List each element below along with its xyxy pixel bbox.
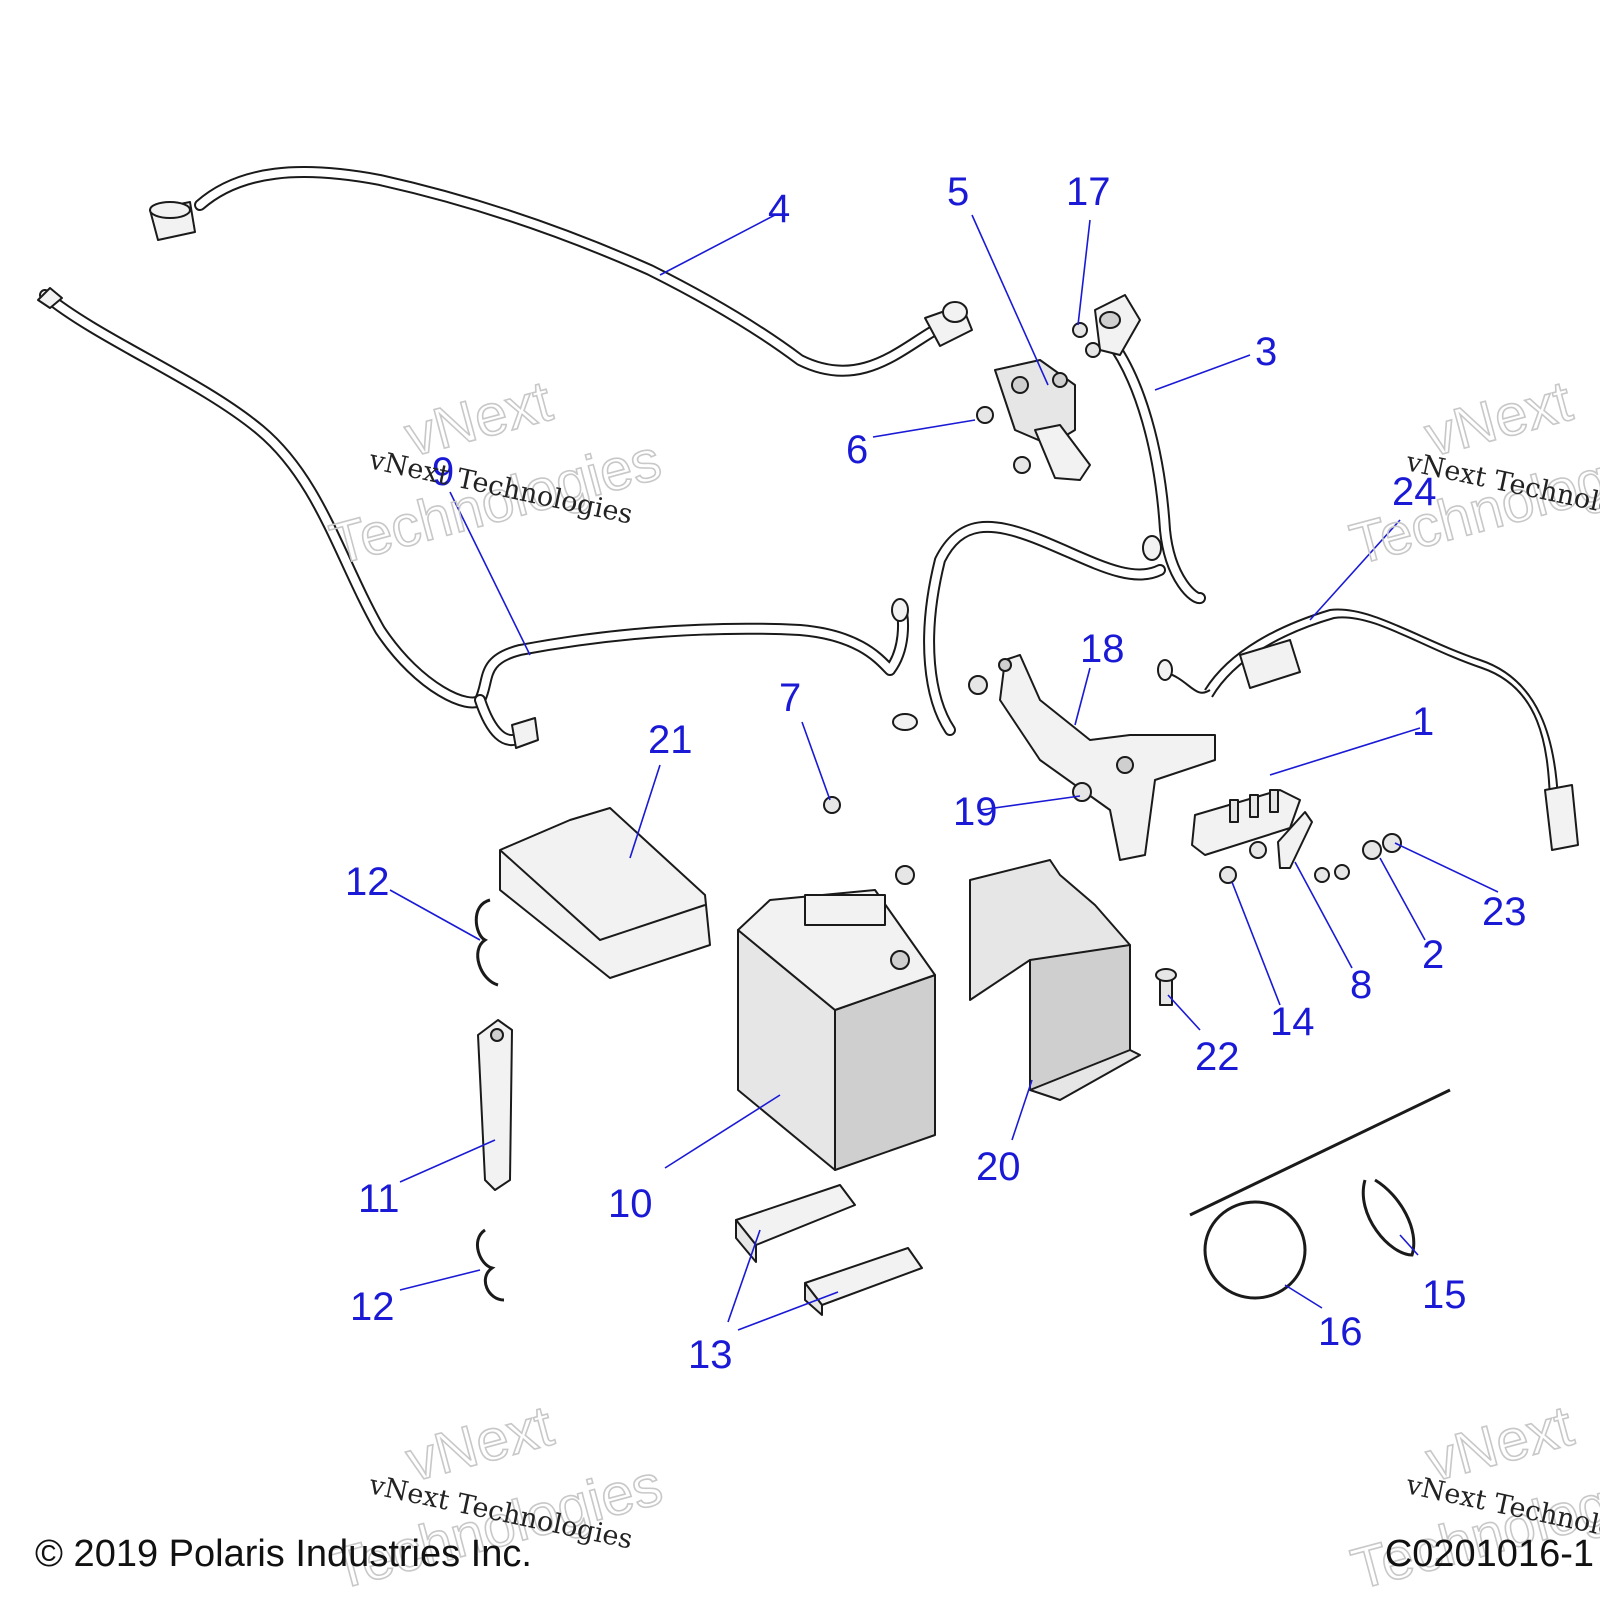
nut-17 bbox=[1072, 322, 1101, 358]
callout-6: 6 bbox=[846, 428, 868, 472]
callout-17: 17 bbox=[1066, 170, 1111, 214]
fuse-harness-24 bbox=[1157, 608, 1579, 851]
battery-cable-4 bbox=[149, 166, 973, 377]
watermark-top-left: vNext Technologies bbox=[323, 367, 668, 578]
strap-8 bbox=[1277, 811, 1330, 883]
battery-holder-20 bbox=[969, 859, 1141, 1101]
hold-down-strap-11 bbox=[477, 1019, 513, 1191]
nut-2 bbox=[1362, 840, 1382, 860]
nut-6 bbox=[976, 406, 1031, 474]
callout-12-upper: 12 bbox=[345, 860, 390, 904]
spacer-pad-13b bbox=[804, 1247, 923, 1316]
callout-7: 7 bbox=[779, 676, 801, 720]
positive-cable-3 bbox=[892, 294, 1206, 736]
callout-12-lower: 12 bbox=[350, 1285, 395, 1329]
bolt-23 bbox=[1334, 833, 1402, 880]
spacer-pad-13a bbox=[735, 1184, 856, 1263]
ground-cable-9 bbox=[37, 287, 909, 749]
drawing-number: C0201016-1 bbox=[1384, 1533, 1594, 1575]
solenoid-5 bbox=[994, 359, 1091, 481]
callout-5: 5 bbox=[947, 170, 969, 214]
battery-cover-21 bbox=[499, 807, 711, 979]
screw-14 bbox=[1219, 841, 1267, 884]
watermark-brand-line1: vNext bbox=[400, 1393, 560, 1494]
callout-18: 18 bbox=[1080, 627, 1125, 671]
cable-tie-15 bbox=[1361, 1178, 1416, 1257]
callout-13: 13 bbox=[688, 1333, 733, 1377]
cable-tie-16 bbox=[1189, 1088, 1451, 1300]
callout-9: 9 bbox=[432, 450, 454, 494]
callout-2: 2 bbox=[1422, 933, 1444, 977]
terminal-block-1 bbox=[1191, 789, 1301, 856]
callout-10: 10 bbox=[608, 1182, 653, 1226]
screw-7 bbox=[823, 796, 915, 885]
retaining-clip-12b bbox=[475, 1228, 505, 1302]
callout-1: 1 bbox=[1412, 700, 1434, 744]
callout-20: 20 bbox=[976, 1145, 1021, 1189]
callout-labels: 1 2 3 4 5 6 7 8 9 10 11 12 12 13 14 15 1… bbox=[345, 170, 1527, 1377]
callout-3: 3 bbox=[1255, 330, 1277, 374]
callout-16: 16 bbox=[1318, 1310, 1363, 1354]
bolt-22 bbox=[1155, 968, 1177, 1006]
battery-10 bbox=[737, 889, 936, 1171]
callout-19: 19 bbox=[953, 790, 998, 834]
bracket-18 bbox=[998, 654, 1216, 861]
callout-24: 24 bbox=[1392, 470, 1437, 514]
callout-23: 23 bbox=[1482, 890, 1527, 934]
copyright-notice: © 2019 Polaris Industries Inc. bbox=[35, 1533, 532, 1575]
callout-22: 22 bbox=[1195, 1035, 1240, 1079]
callout-4: 4 bbox=[768, 187, 790, 231]
callout-15: 15 bbox=[1422, 1273, 1467, 1317]
callout-21: 21 bbox=[648, 718, 693, 762]
retaining-clip-12a bbox=[474, 898, 499, 987]
callout-14: 14 bbox=[1270, 1000, 1315, 1044]
callout-11: 11 bbox=[358, 1177, 400, 1221]
callout-8: 8 bbox=[1350, 963, 1372, 1007]
leader-lines bbox=[389, 214, 1499, 1331]
